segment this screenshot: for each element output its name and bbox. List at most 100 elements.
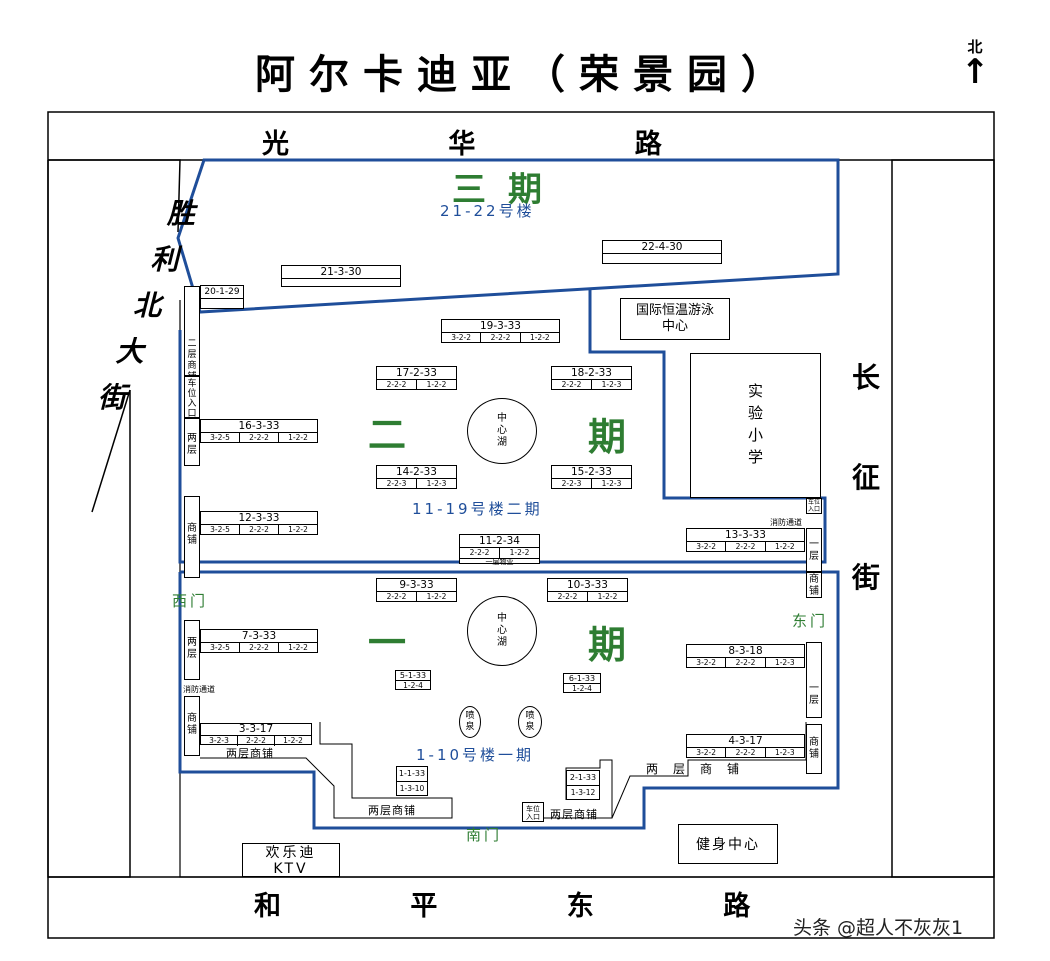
west-shop-upper[interactable]: 二层商铺 — [184, 286, 200, 382]
unit: 2-2-2 — [377, 592, 417, 602]
north-arrow-icon: ↑ — [960, 52, 990, 92]
building-20[interactable]: 20-1-29 — [200, 285, 244, 309]
phase2-right: 期 — [588, 415, 627, 459]
phase2-boundary — [178, 288, 827, 564]
unit: 2-2-2 — [238, 736, 275, 746]
fountain-left[interactable]: 喷泉 — [459, 706, 481, 738]
unit: 1-2-3 — [774, 748, 795, 757]
building-21[interactable]: 21-3-30 — [281, 265, 401, 287]
unit: 1-2-3 — [601, 380, 622, 389]
phase3-label: 三期 — [452, 170, 564, 210]
map-title: 阿尔卡迪亚（荣景园） — [255, 52, 795, 98]
building-name: 15-2-33 — [552, 466, 631, 479]
lake-label: 中心湖 — [497, 413, 507, 448]
west-road-edge — [48, 159, 181, 233]
unit: 1-3-10 — [399, 784, 425, 793]
unit: 1-2-3 — [426, 479, 447, 488]
central-lake-2[interactable]: 中心湖 — [467, 398, 537, 464]
building-name: 1-1-33 — [397, 767, 427, 782]
east-parking[interactable]: 车位入口 — [806, 498, 822, 514]
phase1-boundary — [178, 570, 840, 830]
unit: 2-2-2 — [377, 380, 417, 390]
unit: 1-2-2 — [288, 525, 308, 534]
building-5[interactable]: 5-1-33 1-2-4 — [395, 670, 431, 690]
west-two-floor-1[interactable]: 两层 — [184, 620, 200, 680]
central-lake-1[interactable]: 中心湖 — [467, 596, 537, 666]
building-name: 17-2-33 — [377, 367, 456, 380]
road-east-char: 长 — [851, 361, 880, 394]
unit: 1-2-2 — [288, 643, 308, 652]
ktv-label-2: KTV — [273, 861, 309, 877]
building-name: 14-2-33 — [377, 466, 456, 479]
building-name: 20-1-29 — [201, 286, 243, 299]
building-22[interactable]: 22-4-30 — [602, 240, 722, 264]
unit: 1-2-2 — [774, 542, 795, 551]
west-parking[interactable]: 车位入口 — [184, 376, 200, 419]
two-floor-label: 两层 — [187, 637, 197, 660]
phase3-sub: 21-22号楼 — [440, 202, 535, 220]
south-parking[interactable]: 车位入口 — [522, 802, 544, 822]
building-6[interactable]: 6-1-33 1-2-4 — [563, 673, 601, 693]
building-name: 21-3-30 — [282, 266, 400, 279]
unit: 3-2-5 — [201, 433, 240, 443]
building-name: 12-3-33 — [201, 512, 317, 525]
phase2-left: 二 — [368, 413, 407, 457]
fountain-right[interactable]: 喷泉 — [518, 706, 542, 738]
east-shop-1[interactable]: 商铺 — [806, 724, 822, 774]
fire-lane-east: 消防通道 — [770, 518, 802, 527]
one-floor-label: 一层 — [809, 539, 819, 562]
ktv-building[interactable]: 欢乐迪 KTV — [242, 843, 340, 877]
building-name: 22-4-30 — [603, 241, 721, 254]
phase2-sub: 11-19号楼二期 — [412, 500, 543, 518]
east-shop-upper[interactable]: 商铺 — [806, 572, 822, 598]
pool-label: 国际恒温游泳中心 — [635, 303, 714, 334]
phase1-left: 一 — [368, 621, 407, 665]
building-1[interactable]: 1-1-33 1-3-10 — [396, 766, 428, 796]
building-name: 3-3-17 — [201, 724, 311, 736]
pool-building[interactable]: 国际恒温游泳中心 — [620, 298, 730, 340]
unit: 1-3-12 — [570, 788, 596, 797]
one-floor-label: 一层 — [809, 683, 819, 706]
west-shop-2[interactable]: 商铺 — [184, 496, 200, 578]
gate-west: 西门 — [172, 592, 209, 610]
shop-label: 商铺 — [809, 574, 819, 597]
school-building[interactable]: 实验小学 — [690, 353, 821, 498]
unit: 3-2-5 — [201, 525, 240, 535]
building-name: 4-3-17 — [687, 735, 804, 748]
building-2[interactable]: 2-1-33 1-3-12 — [566, 770, 600, 800]
west-shop-1[interactable]: 商铺 — [184, 696, 200, 756]
unit: 2-2-2 — [240, 433, 279, 443]
east-one-floor[interactable]: 一层 — [806, 528, 822, 572]
road-west-char: 北 — [131, 289, 168, 322]
watermark: 头条 @超人不灰灰1 — [793, 917, 964, 939]
gym-building[interactable]: 健身中心 — [678, 824, 778, 864]
shops-south-label: 两层商铺 — [368, 804, 416, 817]
unit: 3-2-5 — [201, 643, 240, 653]
two-floor-label: 两层 — [187, 433, 197, 456]
building-name: 13-3-33 — [687, 529, 804, 542]
unit: 1-2-2 — [597, 592, 618, 601]
building-name: 16-3-33 — [201, 420, 317, 433]
east-one-floor-1[interactable]: 一层 — [806, 642, 822, 718]
fountain-label: 喷泉 — [465, 711, 475, 732]
compass-label: 北 — [967, 38, 983, 56]
west-two-floor-2[interactable]: 两层 — [184, 418, 200, 466]
shop-label: 商铺 — [809, 737, 819, 760]
unit: 3-2-2 — [687, 658, 727, 668]
